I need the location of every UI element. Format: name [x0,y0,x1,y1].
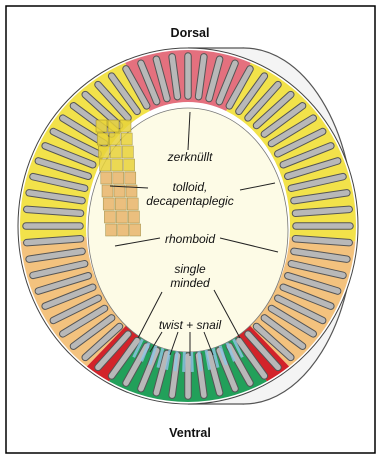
ventral-label: Ventral [160,426,220,440]
mesoderm-cell [192,352,193,372]
cell-nucleus [295,209,349,213]
sheet-cell [116,211,127,223]
sheet-cell [124,159,135,171]
gene-label-rhomboid: rhomboid [140,232,240,246]
sheet-cell [104,211,115,223]
gene-label-tolloid: tolloid, [140,180,240,194]
gene-label-zerknullt: zerknüllt [140,150,240,164]
sheet-cell [122,146,133,158]
sheet-cell [118,224,129,236]
sheet-cell [115,198,126,210]
sheet-cell [130,224,141,236]
sheet-cell [101,172,112,184]
sheet-cell [125,172,136,184]
sheet-cell [102,185,113,197]
sheet-cell [110,146,121,158]
mesoderm-cell [175,351,177,371]
sheet-cell [112,159,123,171]
sheet-cell [109,133,120,145]
mesoderm-cell [199,351,201,371]
gene-label-single: single [150,262,230,276]
sheet-cell [98,146,109,158]
sheet-cell [113,172,124,184]
mesoderm-cell [184,352,185,372]
sheet-cell [108,120,119,132]
cell-nucleus [295,239,349,243]
sheet-cell [100,159,111,171]
cell-nucleus [27,239,81,243]
gene-label-decapentaplegic: decapentaplegic [128,194,252,208]
dorsal-label: Dorsal [160,26,220,40]
cell-nucleus [27,209,81,213]
sheet-cell [97,133,108,145]
sheet-cell [121,133,132,145]
sheet-cell [106,224,117,236]
gene-label-minded: minded [150,276,230,290]
gene-label-twist-snail: twist + snail [138,318,242,332]
sheet-cell [120,120,131,132]
sheet-cell [96,120,107,132]
sheet-cell [128,211,139,223]
sheet-cell [103,198,114,210]
